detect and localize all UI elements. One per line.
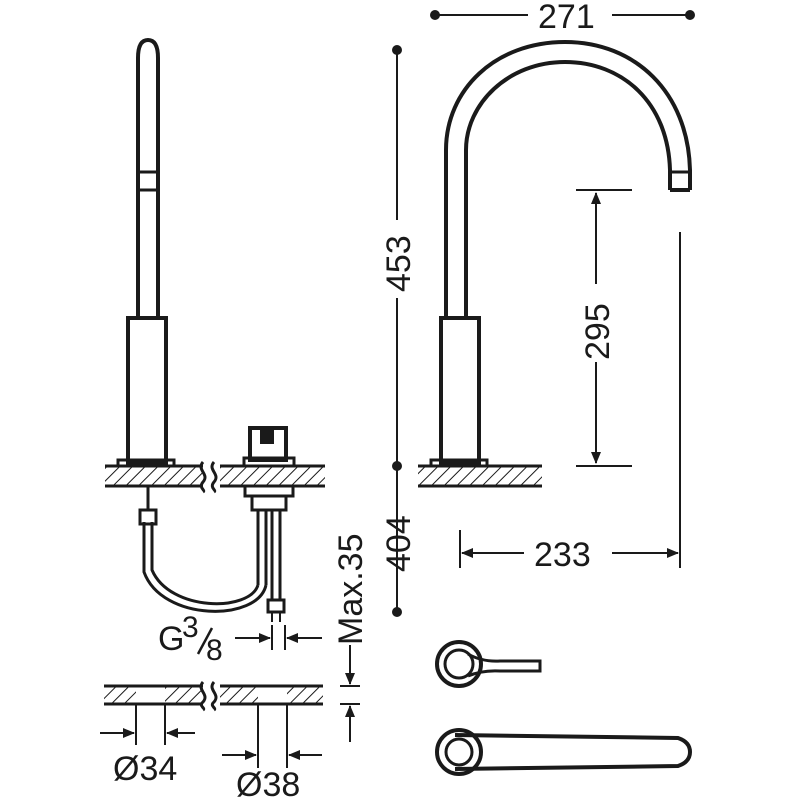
handle-top-view-large <box>435 728 693 776</box>
below-deck-label: 404 <box>380 515 418 572</box>
thread-label-g: G <box>158 620 184 658</box>
supply-hoses <box>138 484 295 622</box>
hole-diameter-right-label: Ø38 <box>236 766 300 800</box>
front-view-faucet <box>429 39 692 468</box>
clearance-dimension: 295 <box>576 189 632 467</box>
clearance-label: 295 <box>579 303 617 360</box>
deck-cross-section: Ø34 Ø38 <box>100 681 323 800</box>
thread-dimension: G 3 8 <box>158 611 322 667</box>
total-height-label: 453 <box>380 235 418 292</box>
reach-top-label: 271 <box>538 0 595 36</box>
thread-label-num: 3 <box>182 611 199 644</box>
handle-top-view-small <box>435 640 542 688</box>
deck-thickness-dimension: Max.35 <box>332 534 370 742</box>
max-thickness-label: Max.35 <box>332 534 370 646</box>
reach-top-dimension: 271 <box>430 0 695 36</box>
hole-diameter-left-label: Ø34 <box>113 750 177 788</box>
reach-bottom-dimension: 233 <box>459 232 681 574</box>
side-view-handle <box>242 426 296 468</box>
reach-bottom-label: 233 <box>534 536 591 574</box>
thread-label-den: 8 <box>206 634 223 667</box>
side-view-faucet <box>116 37 176 468</box>
deck-right <box>418 464 542 488</box>
height-dimensions: 453 404 <box>380 45 418 617</box>
